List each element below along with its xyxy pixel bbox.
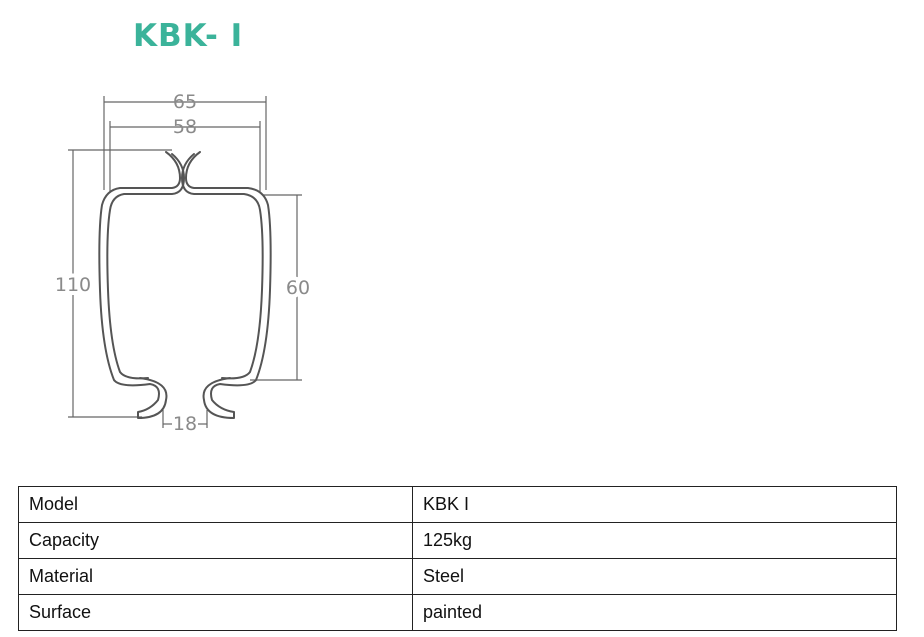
spec-key: Capacity: [18, 522, 413, 559]
spec-key: Model: [18, 486, 413, 523]
dim-label-65: 65: [173, 91, 197, 113]
spec-key: Material: [18, 558, 413, 595]
profile-drawing: 65 58 110 60 18: [51, 91, 314, 435]
dim-label-60: 60: [286, 277, 310, 299]
rail-profile: [98, 151, 272, 419]
table-row: Material Steel: [18, 558, 897, 595]
spec-value: KBK I: [412, 486, 897, 523]
dim-label-18: 18: [173, 413, 197, 435]
spec-value: Steel: [412, 558, 897, 595]
table-row: Capacity 125kg: [18, 522, 897, 559]
product-title: KBK- I: [133, 18, 244, 54]
table-row: Model KBK I: [18, 486, 897, 523]
table-row: Surface painted: [18, 594, 897, 631]
spec-key: Surface: [18, 594, 413, 631]
spec-table: Model KBK I Capacity 125kg Material Stee…: [18, 486, 897, 631]
spec-value: 125kg: [412, 522, 897, 559]
dim-label-110: 110: [55, 274, 91, 296]
dim-label-58: 58: [173, 116, 197, 138]
spec-value: painted: [412, 594, 897, 631]
